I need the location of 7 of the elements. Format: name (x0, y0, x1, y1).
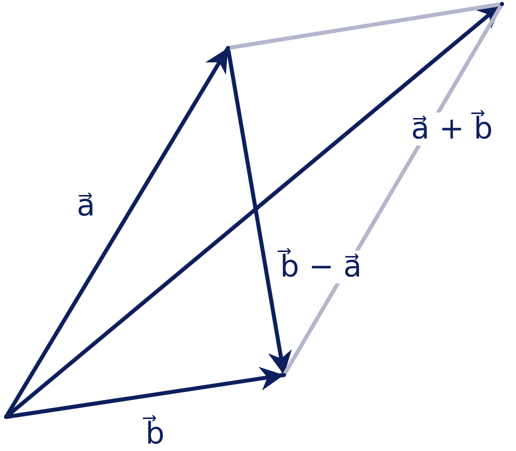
vertex-point (500, 2, 504, 6)
vertex-point (282, 373, 286, 377)
connector-line (228, 2, 502, 50)
vector-arrow (226, 48, 292, 376)
vector-arrow (6, 366, 284, 419)
vertex-point (4, 415, 8, 419)
vertex-point (226, 46, 230, 50)
